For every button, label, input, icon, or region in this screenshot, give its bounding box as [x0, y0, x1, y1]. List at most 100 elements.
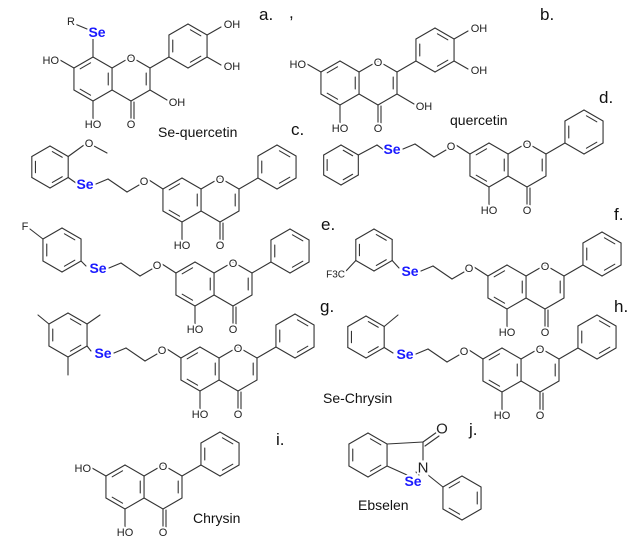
ring-oxygen: O: [216, 174, 225, 186]
b-ring-double-bond: [189, 55, 202, 63]
mesityl-ring-double-bond: [69, 344, 82, 352]
fluorine: F: [22, 221, 29, 233]
ebselen-benzo-ring-double-bond: [369, 464, 382, 472]
a-ring-double-bond: [326, 66, 339, 74]
b-ring-double-bond: [291, 260, 304, 268]
ether-oxygen: O: [158, 345, 167, 357]
b-ring-double-bond: [585, 141, 598, 149]
hydroxyl-bond: [59, 59, 75, 69]
c-cf3-bond: [345, 259, 357, 272]
a-ring-bond: [339, 60, 360, 73]
a-ring-double-bond: [79, 62, 92, 70]
b-ring-double-bond: [291, 234, 304, 242]
aryl-se-bond: [67, 176, 77, 184]
b-ring-bond: [257, 144, 278, 157]
b-ring-bond: [200, 464, 221, 477]
a-ring-bond: [488, 142, 509, 155]
panel-label-e: e.: [321, 215, 335, 234]
selenium-label: Se: [404, 473, 421, 489]
a-ring-bond: [506, 264, 527, 277]
b-ring-bond: [434, 60, 455, 73]
chain-bond: [95, 178, 109, 185]
carbonyl-oxygen: O: [523, 205, 532, 217]
c-ring-bond: [213, 294, 234, 307]
ether-bond: [455, 144, 471, 155]
ring-oxygen: O: [374, 57, 383, 69]
c-ring-bond: [162, 464, 183, 477]
b-ring-double-bond: [278, 176, 291, 184]
name-se-chrysin: Se-Chrysin: [323, 390, 392, 406]
a-ring-bond: [194, 294, 215, 307]
ether-oxygen: O: [153, 260, 162, 272]
hydroxyl-bond: [306, 63, 322, 73]
b-ring-bond: [582, 264, 603, 277]
c-ring-bond: [130, 89, 151, 102]
b-ring-double-bond: [436, 59, 449, 67]
name-ebselen: Ebselen: [358, 497, 409, 513]
a-ring-bond: [482, 347, 503, 360]
c-ring-bond: [130, 56, 151, 69]
hydroxyl-3prime: OH: [224, 61, 241, 73]
trifluoromethylphenyl-ring-bond: [355, 228, 375, 241]
c-ring-bond: [143, 464, 164, 477]
a-ring-bond: [175, 261, 196, 274]
aryl-se-bond: [391, 259, 400, 269]
methoxy-oxygen: O: [85, 138, 94, 150]
a-ring-bond: [501, 347, 522, 360]
b-ring-bond: [168, 23, 189, 36]
benzyl-ring-double-bond: [342, 149, 354, 157]
a-ring-bond: [180, 379, 201, 392]
n-phenyl-ring-bond: [442, 508, 463, 521]
b-ring-bond: [294, 313, 315, 326]
a-ring-bond: [339, 93, 360, 106]
b-ring-double-bond: [296, 345, 309, 353]
hydroxyl-7: HO: [43, 55, 60, 67]
carbonyl-oxygen: O: [536, 410, 545, 422]
b-ring-bond: [415, 60, 436, 73]
n-phenyl-bond: [427, 474, 444, 488]
c-ring-bond: [544, 264, 565, 277]
chain-bond: [139, 268, 153, 277]
c-f-bond: [29, 228, 44, 240]
b-ring-link: [563, 264, 584, 277]
b-ring-bond: [601, 264, 622, 277]
a-ring-bond: [73, 56, 94, 69]
ether-oxygen: O: [460, 346, 469, 358]
n-phenyl-ring-bond: [442, 475, 463, 488]
ring-oxygen: O: [234, 343, 243, 355]
panel-label-h: h.: [614, 297, 628, 316]
aryl-se-bond: [80, 260, 87, 267]
panel-label-f: f.: [614, 205, 623, 224]
b-ring-bond: [434, 27, 455, 40]
c-ring-bond: [219, 210, 240, 223]
ebselen-benzo-ring-double-bond: [369, 438, 382, 446]
name-chrysin: Chrysin: [193, 510, 240, 526]
b-ring-link: [181, 464, 202, 477]
panel-label-b: b.: [540, 5, 554, 24]
b-ring-bond: [294, 346, 315, 359]
hydroxyl-5: HO: [187, 324, 204, 336]
b-ring-bond: [289, 228, 310, 241]
ebselen-benzo-ring-bond: [348, 432, 369, 445]
selenium-label: Se: [396, 346, 413, 362]
nitrogen-label: N: [418, 460, 429, 477]
b-ring-double-bond: [221, 437, 234, 445]
methoxyphenyl-ring-bond: [49, 176, 69, 189]
methyl-bond: [383, 314, 399, 328]
ebselen-benzo-ring-bond: [367, 432, 388, 445]
c-ring-bond: [520, 347, 541, 360]
tolyl-ring-double-bond: [367, 346, 379, 354]
b-ring-bond: [577, 347, 598, 360]
benzyl-ch2-bond: [357, 144, 378, 156]
a-ring-bond: [162, 210, 183, 223]
hydroxyl-bond: [206, 26, 222, 36]
a-ring-double-bond: [493, 270, 506, 278]
b-ring-bond: [582, 231, 603, 244]
name-quercetin: quercetin: [450, 112, 508, 128]
ring-oxygen: O: [159, 461, 168, 473]
b-ring-bond: [583, 142, 604, 155]
panel-label-i: i.: [276, 430, 285, 449]
tolyl-ring-bond: [365, 346, 385, 359]
hydroxyl-5: HO: [332, 123, 349, 135]
c-ring-bond: [525, 297, 546, 310]
